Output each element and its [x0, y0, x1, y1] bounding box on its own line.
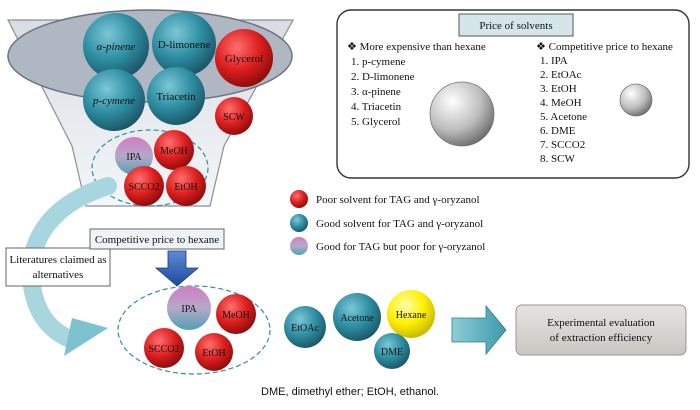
legend-label: Poor solvent for TAG and γ-oryzanol — [316, 194, 480, 206]
funnel-bubble: IPA — [115, 137, 153, 175]
competitive-item: 7. SCCO2 — [540, 139, 585, 151]
competitive-item: 3. EtOH — [540, 83, 577, 95]
funnel-dashed-ring — [91, 129, 209, 207]
bubble-label: D-limonene — [158, 39, 211, 51]
literature-line-1: Literatures claimed as — [9, 254, 106, 266]
legend-swatch-pink — [290, 237, 308, 255]
bottom-bubble: IPA — [167, 286, 211, 330]
figure-caption: DME, dimethyl ether; EtOH, ethanol. — [261, 386, 439, 398]
expensive-item: 1. p-cymene — [351, 56, 405, 68]
price-circle-large — [429, 81, 495, 147]
funnel-bubble: α-pinene — [83, 13, 149, 79]
competitive-item: 5. Acetone — [540, 111, 587, 123]
legend-label: Good solvent for TAG and γ-oryzanol — [316, 218, 483, 230]
funnel-bubble: D-limonene — [152, 12, 216, 76]
bubble-label: EtOH — [202, 348, 225, 359]
funnel-bubble: EtOH — [166, 166, 206, 206]
bubble-label: Hexane — [396, 310, 427, 321]
down-arrow — [154, 250, 200, 287]
funnel-bubble: SCW — [215, 97, 253, 135]
chain-bubble: Acetone — [333, 293, 381, 341]
price-panel-title-box — [458, 13, 574, 37]
bubble-label: IPA — [126, 152, 142, 163]
bubble-label: MeOH — [160, 146, 188, 157]
right-arrow — [451, 304, 507, 356]
evaluation-box: Experimental evaluation of extraction ef… — [515, 304, 687, 356]
bubble-label: DME — [381, 347, 403, 358]
bubble-label: IPA — [181, 304, 197, 315]
chain-bubble: Hexane — [387, 290, 435, 338]
competitive-item: 2. EtOAc — [540, 69, 582, 81]
expensive-heading: ❖ More expensive than hexane — [347, 41, 486, 53]
competitive-item: 1. IPA — [540, 55, 568, 67]
chain-bubble: EtOAc — [284, 306, 326, 348]
bubble-label: p-cymene — [92, 95, 135, 107]
bubble-label: SCW — [223, 112, 245, 123]
expensive-item: 5. Glycerol — [351, 116, 400, 128]
legend-swatch-teal — [290, 214, 308, 232]
bottom-bubble: EtOH — [195, 333, 233, 371]
price-panel: Price of solvents ❖ More expensive than … — [336, 9, 690, 179]
literature-line-2: alternatives — [33, 269, 84, 281]
curved-arrow-head — [64, 318, 108, 356]
bottom-dashed-ring — [117, 285, 271, 375]
bottom-bubble: MeOH — [216, 294, 256, 334]
bubble-label: MeOH — [222, 310, 250, 321]
competitive-heading: ❖ Competitive price to hexane — [536, 41, 673, 53]
chain-bubble: DME — [374, 333, 410, 369]
evaluation-line-2: of extraction efficiency — [550, 332, 653, 344]
competitive-item: 6. DME — [540, 125, 576, 137]
bottom-bubble: SCCO2 — [144, 328, 184, 368]
legend-swatch-red — [290, 190, 308, 208]
price-panel-title: Price of solvents — [479, 20, 552, 32]
solvent-diagram: α-pinene D-limonene Glycerol p-cymene Tr… — [5, 9, 690, 375]
bubble-label: Acetone — [340, 313, 374, 324]
funnel-bubble: Triacetin — [147, 67, 205, 125]
legend: Poor solvent for TAG and γ-oryzanol Good… — [290, 190, 485, 255]
price-circle-small — [619, 83, 653, 117]
bubble-label: EtOH — [174, 182, 197, 193]
competitive-item: 4. MeOH — [540, 97, 582, 109]
competitive-price-label: Competitive price to hexane — [95, 234, 219, 246]
funnel-bubble: Glycerol — [215, 29, 273, 87]
bubble-label: SCCO2 — [148, 344, 179, 355]
legend-label: Good for TAG but poor for γ-oryzanol — [316, 241, 485, 253]
bubble-label: Glycerol — [225, 53, 263, 65]
competitive-item: 8. SCW — [540, 153, 575, 165]
evaluation-line-1: Experimental evaluation — [547, 317, 655, 329]
funnel-bubble: SCCO2 — [124, 166, 164, 206]
expensive-item: 2. D-limonene — [351, 71, 415, 83]
expensive-item: 4. Triacetin — [351, 101, 402, 113]
funnel-bubble: MeOH — [154, 130, 194, 170]
literature-box: Literatures claimed as alternatives — [5, 247, 111, 287]
funnel-bubble: p-cymene — [83, 69, 145, 131]
expensive-item: 3. α-pinene — [351, 86, 401, 98]
bubble-label: SCCO2 — [128, 182, 159, 193]
bubble-label: EtOAc — [291, 323, 319, 334]
bubble-label: Triacetin — [156, 91, 196, 103]
competitive-price-box: Competitive price to hexane — [89, 228, 225, 250]
bubble-label: α-pinene — [97, 41, 136, 53]
